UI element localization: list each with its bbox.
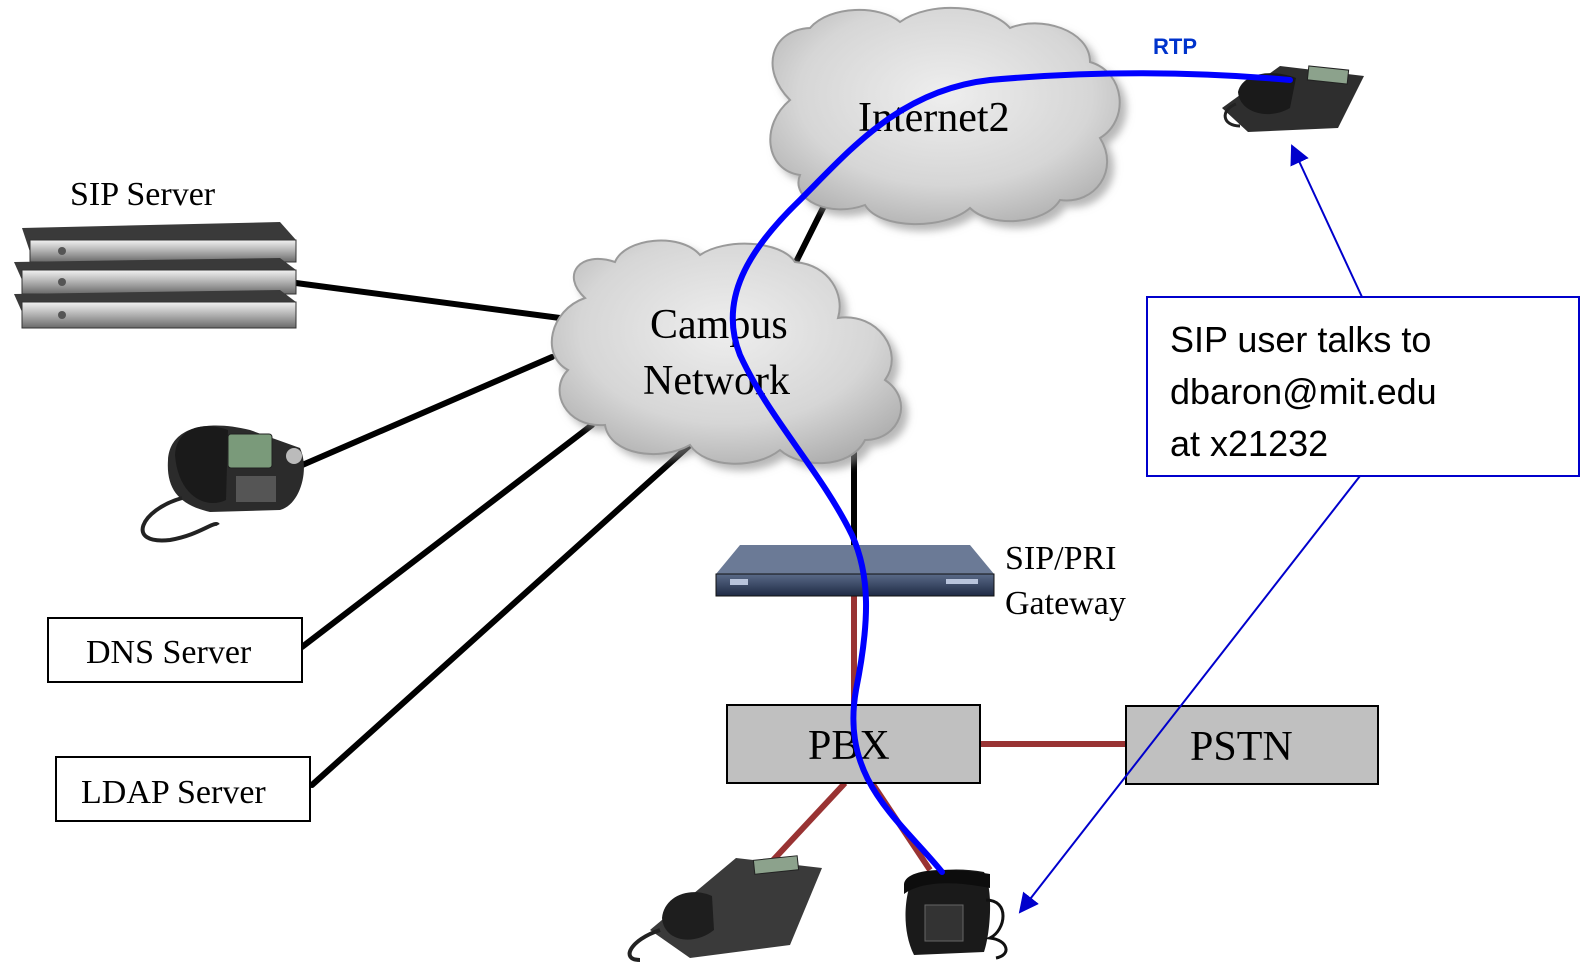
- internet2-label: Internet2: [858, 95, 1010, 141]
- pstn-box: [1125, 705, 1379, 785]
- link-pbx-desk-phone: [759, 780, 848, 875]
- campus-network-cloud-shape: [550, 239, 903, 465]
- internet2-cloud-shape: [769, 6, 1121, 226]
- campus-network-label-line2: Network: [643, 358, 790, 404]
- rtp-media-path: [729, 70, 1293, 875]
- campus-network-label-line1: Campus: [650, 302, 788, 348]
- remote-sip-phone-icon: [1222, 65, 1364, 132]
- rack-unit: [14, 290, 297, 329]
- pstn-label: PSTN: [1190, 724, 1293, 770]
- lan-links: [293, 187, 857, 788]
- sip-server-label: SIP Server: [70, 176, 216, 213]
- callout-text-line2: dbaron@mit.edu: [1170, 371, 1437, 412]
- link-ldap-campus: [309, 442, 693, 788]
- campus-network-cloud: [550, 239, 903, 465]
- gateway-label-line2: Gateway: [1005, 585, 1126, 622]
- sip-server-icon: [14, 222, 297, 329]
- callout-box: [1146, 296, 1580, 477]
- link-ip-phone-campus: [297, 354, 555, 469]
- gateway-device-icon: [715, 545, 995, 597]
- ip-phone-icon: [140, 425, 304, 543]
- callout-arrows: [1018, 144, 1363, 914]
- analog-phone-icon: [904, 869, 1008, 960]
- callout-arrow-to-analog-phone: [1018, 475, 1361, 914]
- dns-server-box: [47, 617, 303, 683]
- callout-arrow-to-remote-phone: [1290, 144, 1363, 298]
- gateway-label-line1: SIP/PRI: [1005, 540, 1117, 577]
- pbx-label: PBX: [808, 723, 890, 769]
- rtp-label: RTP: [1153, 34, 1197, 59]
- callout-text-line1: SIP user talks to: [1170, 319, 1431, 360]
- ldap-server-box: [55, 756, 311, 822]
- link-dns-campus: [299, 422, 595, 650]
- ldap-server-label: LDAP Server: [81, 774, 266, 811]
- rack-unit: [22, 222, 297, 263]
- dns-server-label: DNS Server: [86, 634, 252, 671]
- callout-text-line3: at x21232: [1170, 423, 1328, 464]
- rack-unit: [14, 258, 297, 295]
- desk-phone-icon: [627, 855, 822, 962]
- link-sip-server-campus: [293, 280, 563, 321]
- internet2-cloud: [769, 6, 1121, 226]
